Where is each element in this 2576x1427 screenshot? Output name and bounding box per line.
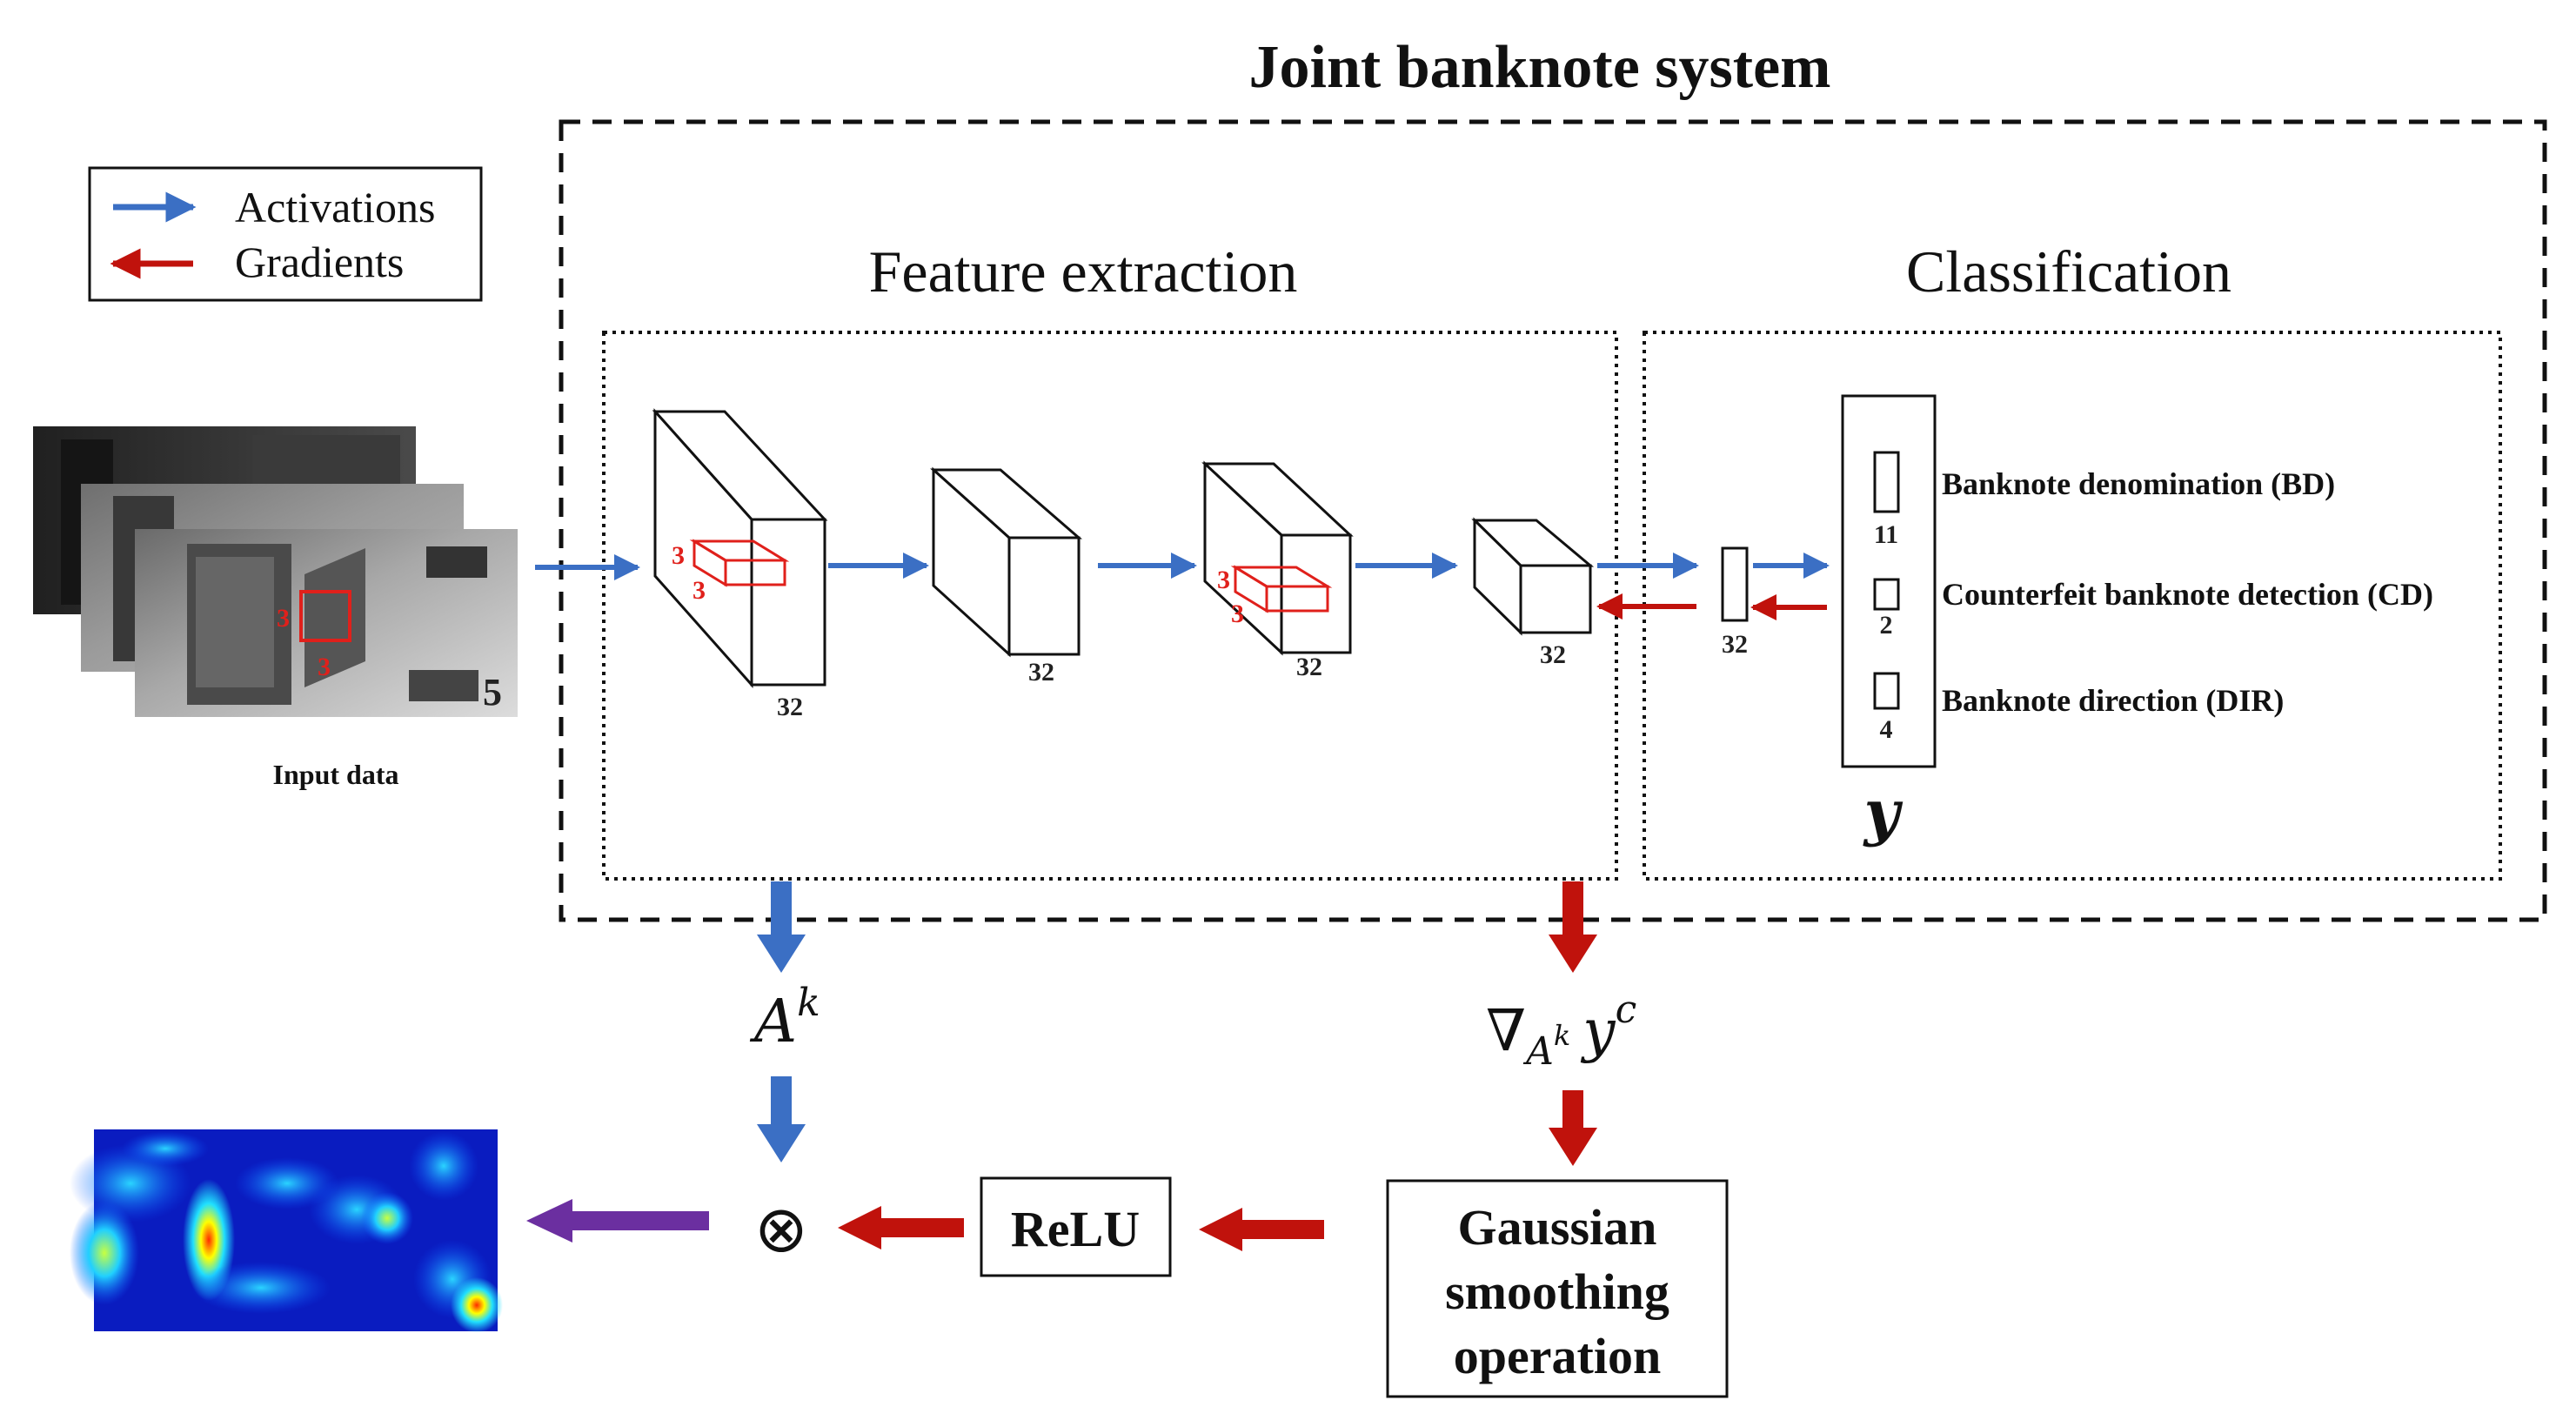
input-banknote-stack: 5 3 3	[33, 426, 518, 717]
gradient-gaussian-to-relu	[1199, 1208, 1324, 1251]
relu-box	[980, 1176, 1172, 1277]
gaussian-line-3: operation	[1454, 1328, 1661, 1384]
output-dir-size: 4	[1880, 715, 1893, 744]
activation-down-arrow-2	[757, 1076, 806, 1162]
gradient-down-arrow-2	[1549, 1090, 1597, 1166]
output-bd-label: Banknote denomination (BD)	[1942, 466, 2335, 501]
output-dir-label: Banknote direction (DIR)	[1942, 683, 2284, 718]
output-cd-size: 2	[1880, 611, 1893, 640]
conv-1-kernel-width: 3	[672, 541, 685, 570]
fc-size: 32	[1722, 630, 1748, 659]
output-bd-size: 11	[1874, 520, 1898, 549]
gaussian-line-1: Gaussian	[1458, 1199, 1657, 1256]
conv-3-channels: 32	[1296, 653, 1322, 681]
legend: Activations Gradients	[88, 166, 483, 302]
conv-3-kernel-width: 3	[1217, 566, 1230, 594]
output-arrow-to-heatmap	[526, 1199, 709, 1243]
feature-extraction-title: Feature extraction	[869, 238, 1298, 305]
legend-gradients-label: Gradients	[235, 238, 404, 286]
conv-3-kernel	[1230, 565, 1333, 613]
system-boundary	[559, 119, 2547, 922]
svg-text:5: 5	[483, 671, 502, 714]
conv-block-1: 3 3 32	[652, 408, 828, 721]
output-cd-label: Counterfeit banknote detection (CD)	[1942, 577, 2433, 612]
classification-title: Classification	[1906, 238, 2231, 305]
fc-vector	[1721, 546, 1749, 622]
gradient-arrows	[1596, 593, 1827, 620]
input-kernel-height: 3	[318, 653, 331, 681]
feature-extraction-box	[602, 331, 1618, 881]
output-y-label: y	[1863, 776, 1904, 848]
activation-symbol: Ak	[749, 981, 820, 1056]
output-bd-vector	[1873, 451, 1900, 513]
conv-4-channels: 32	[1540, 640, 1566, 669]
conv-2-channels: 32	[1028, 658, 1054, 687]
gradient-down-arrow-1	[1549, 881, 1597, 973]
gradient-relu-to-multiply	[838, 1206, 964, 1249]
input-kernel-width: 3	[277, 604, 290, 633]
gaussian-smoothing-box	[1386, 1179, 1729, 1398]
relu-label: ReLU	[1011, 1201, 1140, 1257]
legend-activations-label: Activations	[235, 183, 436, 231]
input-kernel-box	[299, 590, 351, 642]
conv-block-2: 32	[930, 466, 1083, 687]
conv-1-channels: 32	[777, 693, 803, 721]
grad-cam-heatmap	[70, 1129, 503, 1333]
input-data-label: Input data	[273, 759, 399, 790]
conv-1-kernel	[689, 539, 790, 587]
conv-block-4: 32	[1471, 517, 1595, 669]
activation-down-arrow-1	[757, 881, 806, 973]
conv-block-3: 3 3 32	[1201, 460, 1354, 681]
output-cd-vector	[1873, 578, 1900, 611]
activation-arrows	[535, 553, 1830, 580]
multiply-symbol: ⊗	[754, 1192, 808, 1267]
gaussian-line-2: smoothing	[1445, 1263, 1669, 1320]
output-dir-vector	[1873, 672, 1900, 710]
conv-1-kernel-height: 3	[693, 576, 706, 605]
diagram-title: Joint banknote system	[1249, 34, 1831, 101]
conv-3-kernel-height: 3	[1231, 600, 1244, 628]
